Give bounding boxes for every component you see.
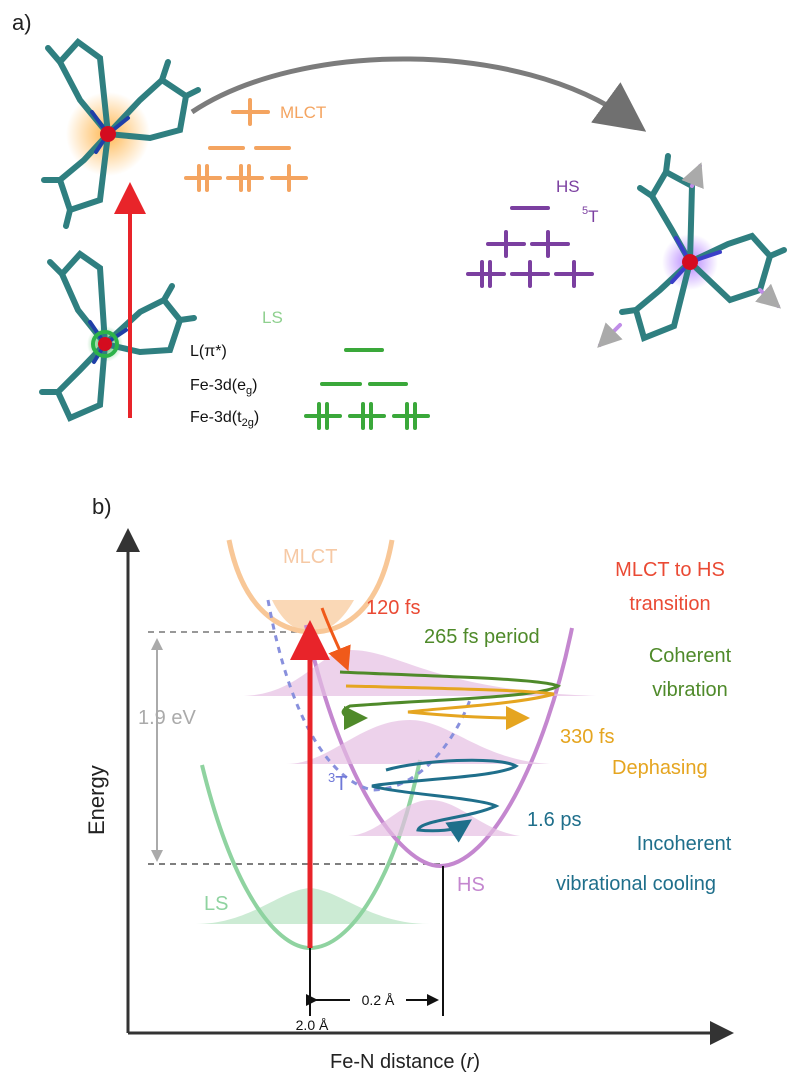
x-axis-label: Fe-N distance (r) xyxy=(330,1051,480,1073)
ls-levels xyxy=(304,348,430,430)
transition-title-2: transition xyxy=(629,593,710,615)
hs-label-a: HS xyxy=(556,177,580,196)
distance-ls-label: 2.0 Å xyxy=(296,1017,329,1033)
hs-levels xyxy=(466,206,594,288)
transition-title-1: MLCT to HS xyxy=(615,559,725,581)
molecule-ls xyxy=(39,250,197,422)
coherent-label-1: Coherent xyxy=(649,645,732,667)
dephasing-oscillation xyxy=(345,684,555,730)
wavepacket-2 xyxy=(286,720,550,764)
dephasing-label: Dephasing xyxy=(612,757,708,779)
time-1-6ps: 1.6 ps xyxy=(527,809,581,831)
panel-a-label: a) xyxy=(12,10,32,35)
y-axis-label: Energy xyxy=(84,765,109,835)
hs-term-a: 5T xyxy=(582,205,599,226)
ls-label-a: LS xyxy=(262,308,283,327)
panel-b-label: b) xyxy=(92,494,112,519)
ls-label-b: LS xyxy=(204,893,228,915)
incoherent-label-1: Incoherent xyxy=(637,833,732,855)
hs-label-b: HS xyxy=(457,874,485,896)
time-120fs: 120 fs xyxy=(366,597,420,619)
relaxation-arrow xyxy=(190,56,647,132)
mlct-levels xyxy=(184,98,308,192)
time-265fs: 265 fs period xyxy=(424,626,540,648)
incoherent-label-2: vibrational cooling xyxy=(556,873,716,895)
time-330fs: 330 fs xyxy=(560,726,614,748)
orbital-label-l-pi: L(π*) xyxy=(190,343,227,360)
orbital-label-eg: Fe-3d(eg) xyxy=(190,377,257,397)
distance-delta-label: 0.2 Å xyxy=(362,992,395,1008)
triplet-curve xyxy=(266,599,472,792)
molecule-mlct xyxy=(41,37,201,229)
orbital-label-t2g: Fe-3d(t2g) xyxy=(190,409,259,429)
triplet-label: 3T xyxy=(328,770,347,795)
molecule-hs xyxy=(597,153,787,348)
energy-gap-label: 1.9 eV xyxy=(138,707,196,729)
wavepacket-3 xyxy=(346,800,520,836)
mlct-label-b: MLCT xyxy=(283,546,337,568)
coherent-oscillation xyxy=(339,670,562,730)
incoherent-cooling xyxy=(371,758,519,843)
mlct-to-hs-arrow xyxy=(320,607,351,672)
mlct-label-a: MLCT xyxy=(280,103,326,122)
coherent-label-2: vibration xyxy=(652,679,728,701)
